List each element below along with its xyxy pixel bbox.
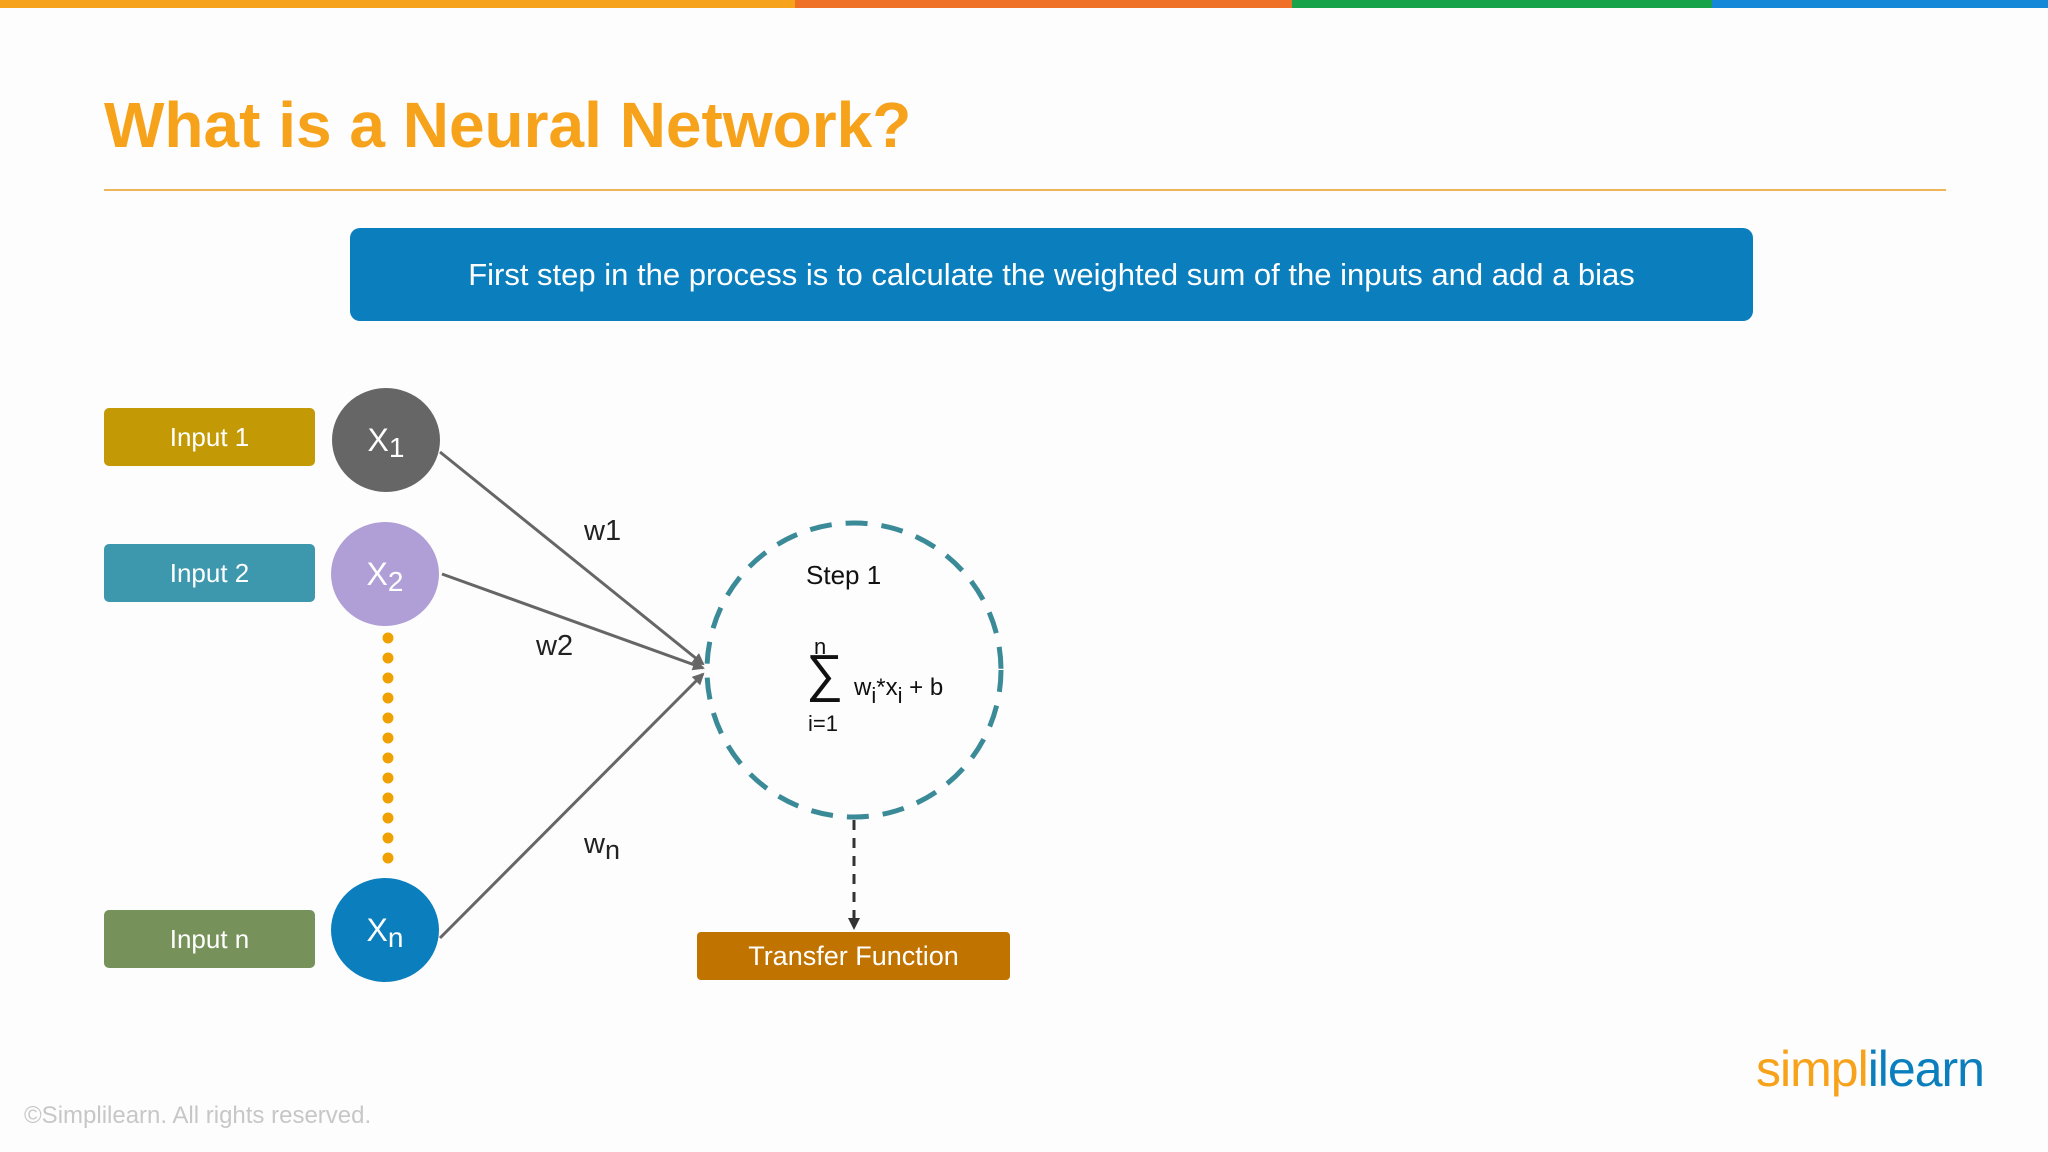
input-1-box: Input 1 [104, 408, 315, 466]
top-bar-segment-green [1292, 0, 1712, 8]
copyright-text: ©Simplilearn. All rights reserved. [24, 1102, 372, 1129]
weight-label-wn: wn [584, 828, 620, 865]
node-x1-sub: 1 [388, 432, 405, 463]
expr-w-sub: i [871, 683, 877, 708]
expr-times-x: *x [876, 674, 898, 701]
weight-label-wn-sub: n [604, 835, 620, 865]
step-circle [704, 520, 1004, 820]
weight-label-w1: w1 [584, 515, 622, 547]
expr-w: w [854, 674, 872, 701]
ellipsis-dot [382, 812, 394, 824]
logo-part-2: ilearn [1867, 1041, 1985, 1097]
weight-label-w2: w2 [536, 630, 574, 662]
input-n-label: Input n [169, 923, 250, 954]
top-color-bar [0, 0, 2048, 8]
top-bar-segment-orange [0, 0, 795, 8]
sum-upper-limit: n [814, 634, 827, 659]
weight-line-1 [439, 450, 705, 666]
weight-line-2 [441, 572, 705, 671]
ellipsis-dot [382, 672, 394, 684]
ellipsis-dot [382, 732, 394, 744]
top-bar-segment-blue [1712, 0, 2048, 8]
ellipsis-dot [382, 692, 394, 704]
weight-line-n [438, 672, 705, 940]
node-xn-base: X [366, 911, 388, 948]
banner-text: First step in the process is to calculat… [468, 256, 1635, 292]
top-bar-segment-red [795, 0, 1292, 8]
sum-expression: wi*xi + b [854, 674, 944, 708]
transfer-function-label: Transfer Function [748, 940, 959, 971]
sigma-symbol: ∑ [806, 645, 844, 703]
ellipsis-dots [382, 632, 394, 864]
ellipsis-dot [382, 712, 394, 724]
expr-bias: + b [909, 674, 944, 701]
ellipsis-dot [382, 792, 394, 804]
node-xn-sub: n [387, 922, 404, 953]
step-label: Step 1 [806, 560, 882, 590]
simplilearn-logo: simplilearn [1756, 1040, 1985, 1098]
slide-title: What is a Neural Network? [104, 89, 912, 161]
ellipsis-dot [382, 852, 394, 864]
ellipsis-dot [382, 752, 394, 764]
input-1-label: Input 1 [169, 421, 250, 452]
ellipsis-dot [382, 832, 394, 844]
sum-lower-limit: i=1 [808, 711, 838, 736]
logo-part-1: simpl [1756, 1041, 1869, 1097]
input-2-box: Input 2 [104, 544, 315, 602]
input-2-label: Input 2 [169, 557, 250, 588]
weight-label-wn-base: w [584, 828, 605, 860]
info-banner: First step in the process is to calculat… [350, 228, 1753, 321]
input-n-box: Input n [104, 910, 315, 968]
node-x1-base: X [367, 421, 389, 458]
node-x2-sub: 2 [387, 566, 404, 597]
expr-x-sub: i [897, 683, 903, 708]
transfer-function-box: Transfer Function [697, 932, 1010, 980]
ellipsis-dot [382, 632, 394, 644]
ellipsis-dot [382, 772, 394, 784]
title-underline [104, 189, 1946, 191]
ellipsis-dot [382, 652, 394, 664]
node-x2-base: X [366, 555, 388, 592]
